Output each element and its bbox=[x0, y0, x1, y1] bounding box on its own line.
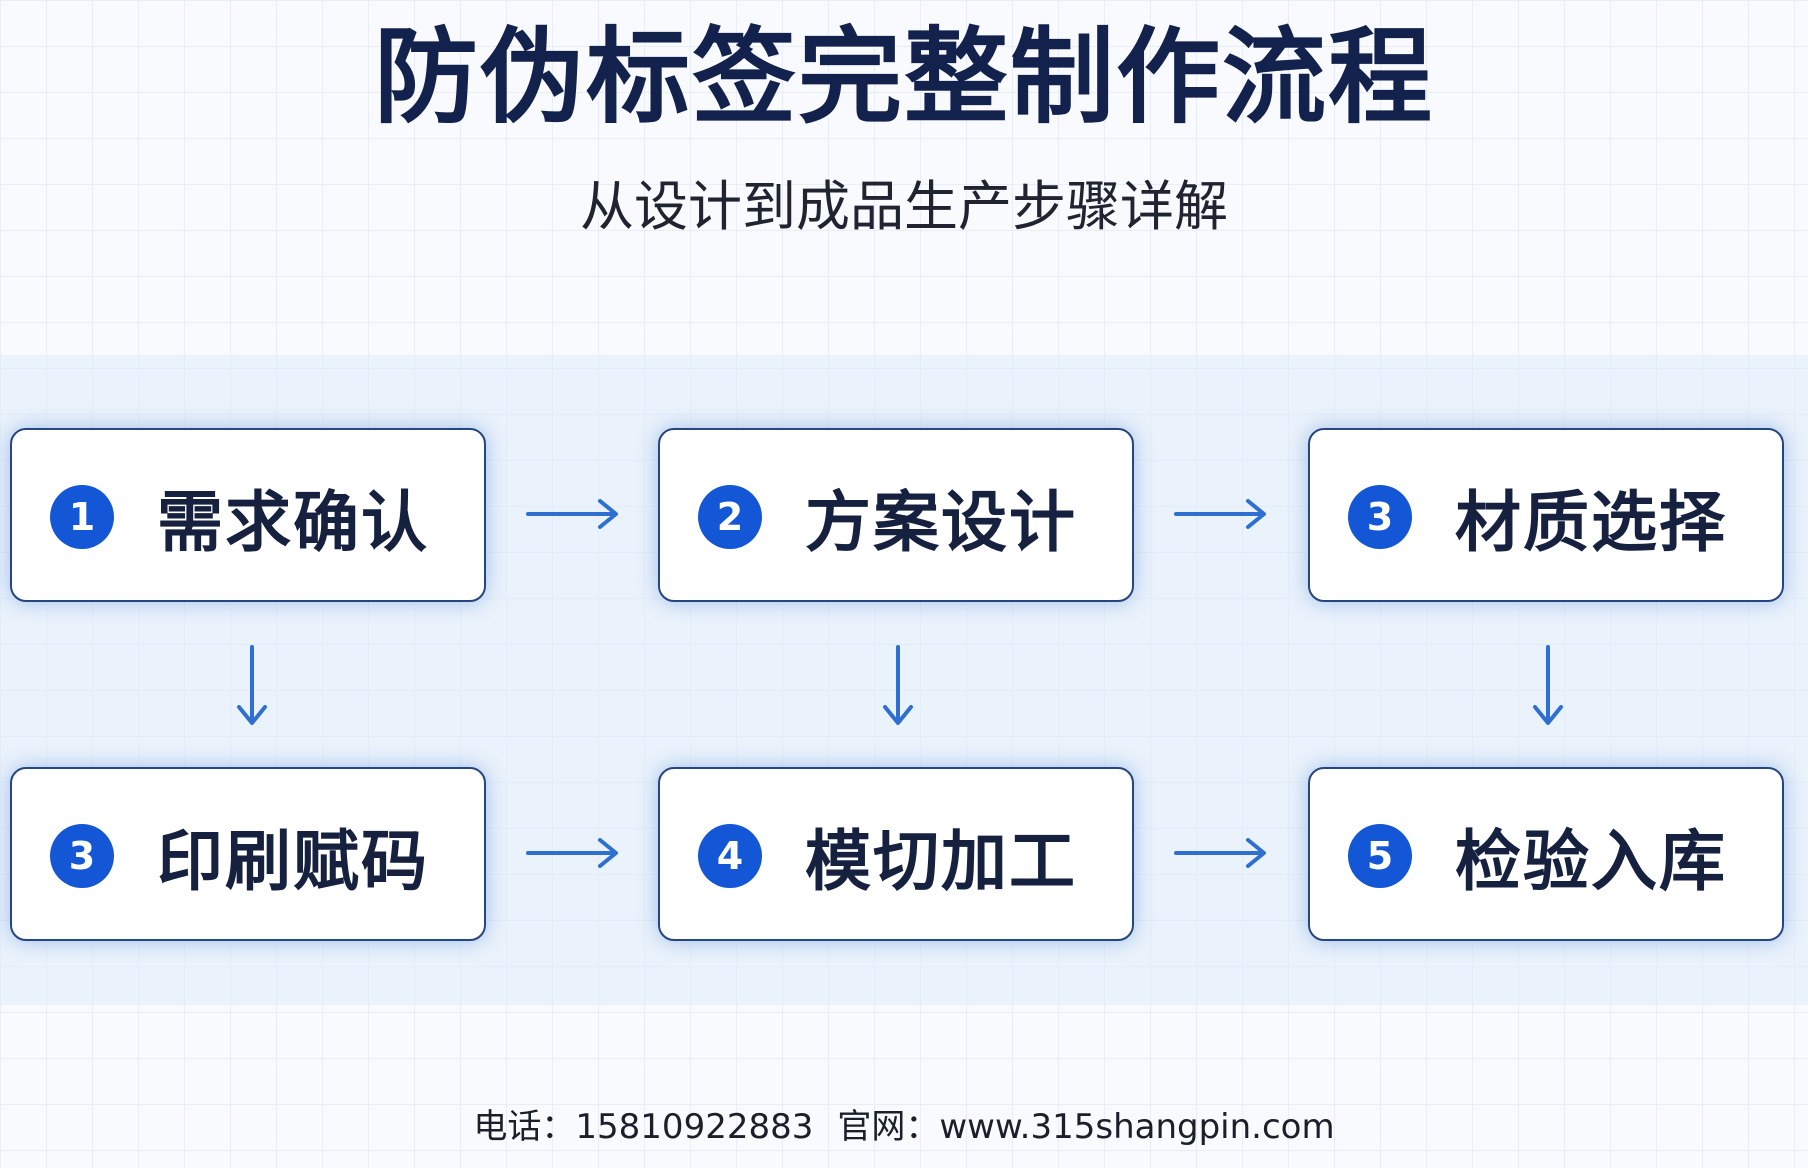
step-card-solution-design: 2 方案设计 bbox=[658, 428, 1134, 602]
step-label: 检验入库 bbox=[1455, 823, 1727, 900]
step-label: 印刷赋码 bbox=[157, 823, 429, 900]
step-card-printing-coding: 3 印刷赋码 bbox=[10, 767, 486, 941]
arrow-down-icon bbox=[1533, 645, 1563, 725]
arrow-down-icon bbox=[883, 645, 913, 725]
contact-website: 官网：www.315shangpin.com bbox=[837, 1106, 1335, 1147]
step-card-requirement-confirmation: 1 需求确认 bbox=[10, 428, 486, 602]
step-card-die-cutting: 4 模切加工 bbox=[658, 767, 1134, 941]
arrow-down-icon bbox=[237, 645, 267, 725]
contact-footer: 电话：15810922883 官网：www.315shangpin.com bbox=[0, 1095, 1808, 1151]
arrow-right-icon bbox=[1174, 499, 1266, 529]
step-label: 需求确认 bbox=[157, 484, 429, 561]
step-label: 方案设计 bbox=[805, 484, 1077, 561]
step-number-badge: 2 bbox=[698, 485, 762, 549]
arrow-right-icon bbox=[1174, 838, 1266, 868]
step-label: 材质选择 bbox=[1455, 484, 1727, 561]
step-number-badge: 3 bbox=[1348, 485, 1412, 549]
step-number-badge: 1 bbox=[50, 485, 114, 549]
step-number-badge: 5 bbox=[1348, 824, 1412, 888]
page-title: 防伪标签完整制作流程 bbox=[373, 16, 1434, 138]
step-number-badge: 4 bbox=[698, 824, 762, 888]
step-label: 模切加工 bbox=[805, 823, 1077, 900]
step-number-badge: 3 bbox=[50, 824, 114, 888]
arrow-right-icon bbox=[526, 499, 618, 529]
step-card-material-selection: 3 材质选择 bbox=[1308, 428, 1784, 602]
contact-phone: 电话：15810922883 bbox=[473, 1106, 814, 1147]
arrow-right-icon bbox=[526, 838, 618, 868]
page-subtitle: 从设计到成品生产步骤详解 bbox=[580, 174, 1228, 238]
step-card-inspection-storage: 5 检验入库 bbox=[1308, 767, 1784, 941]
